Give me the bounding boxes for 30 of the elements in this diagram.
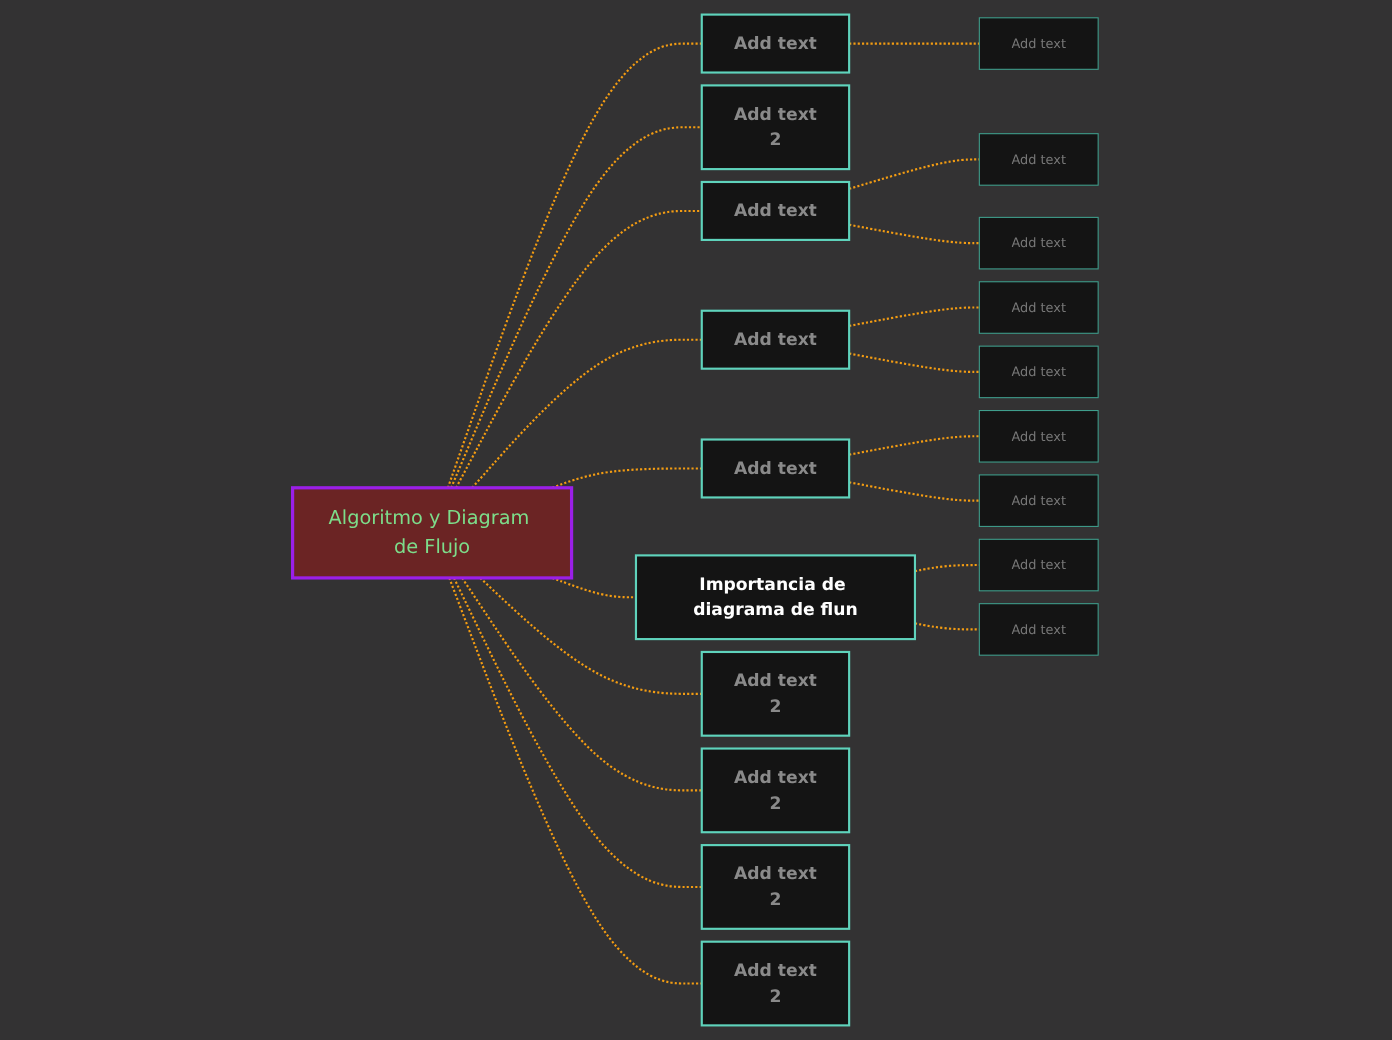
connector [455, 209, 703, 489]
node-box: Add text 2 [701, 650, 851, 737]
connector [552, 467, 703, 489]
connector [448, 577, 703, 985]
connector [552, 576, 637, 599]
node-box: Add text [701, 309, 851, 370]
connector [849, 306, 980, 327]
node-box: Add text 2 [701, 84, 851, 171]
node-box: Add text 2 [701, 747, 851, 834]
node-box: Algoritmo y Diagram de Flujo [291, 486, 574, 580]
node-box: Add text 2 [701, 844, 851, 930]
node-box: Add text [701, 13, 851, 74]
connector [849, 352, 980, 373]
connector [453, 577, 703, 889]
connector [849, 435, 980, 456]
node-box: Add text [701, 438, 851, 499]
connector [447, 42, 703, 489]
connector [849, 158, 980, 190]
connector [461, 577, 703, 792]
connector [849, 481, 980, 502]
connector [849, 223, 980, 245]
connector [471, 338, 703, 489]
connector [915, 563, 980, 573]
connector [480, 577, 703, 695]
node-box: Add text 2 [701, 940, 851, 1027]
node-box: Add text [701, 180, 851, 241]
connector [849, 42, 980, 45]
connector [450, 126, 703, 489]
node-box: Importancia de diagrama de flun [635, 554, 917, 641]
connector [915, 622, 980, 631]
